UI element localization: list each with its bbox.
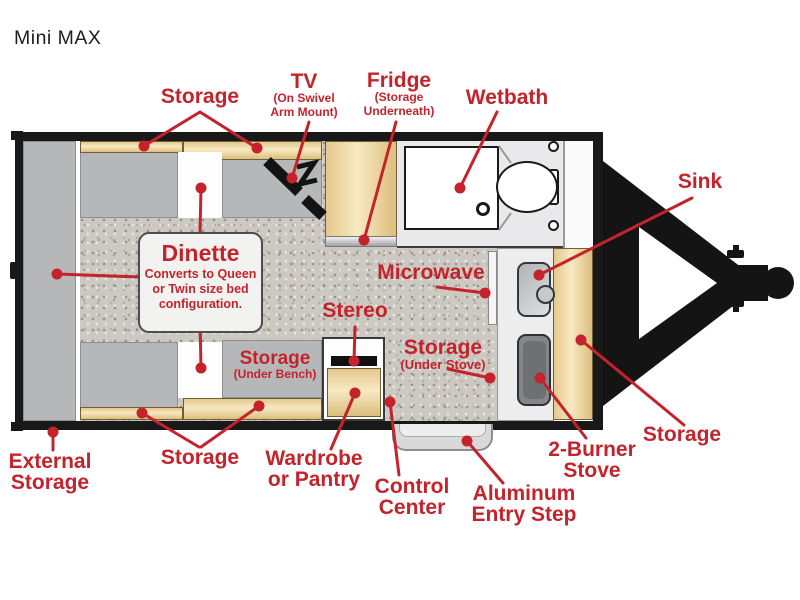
label-fridge: Fridge (Storage Underneath) [364, 70, 435, 118]
stove-top [523, 341, 546, 399]
label-storage-under-stove: Storage (Under Stove) [400, 337, 485, 373]
label-tv-title: TV [290, 70, 318, 93]
label-external-line1: External [8, 450, 92, 473]
front-cabinet [563, 141, 593, 248]
label-wardrobe: Wardrobe or Pantry [265, 448, 362, 491]
label-burner-stove: 2-Burner Stove [548, 439, 636, 482]
label-step-line2: Entry Step [471, 503, 577, 527]
label-microwave: Microwave [377, 261, 485, 284]
toilet [496, 161, 558, 213]
label-stove-line1: 2-Burner [548, 438, 636, 461]
storage-cabinet-front [553, 248, 593, 420]
entry-step-tread [399, 424, 486, 437]
label-step-line1: Aluminum [472, 482, 576, 505]
dinette-bench-lower-right [222, 340, 322, 398]
wall-cap-top-left [11, 131, 23, 140]
hitch-a-frame [603, 161, 794, 406]
label-control-line2: Center [378, 496, 446, 520]
label-storage-under-bench-sub: (Under Bench) [233, 367, 317, 382]
callout-dots [47, 140, 587, 447]
label-storage-overhead: Storage [160, 85, 240, 108]
label-wardrobe-line1: Wardrobe [265, 447, 363, 470]
label-storage-under-bench-title: Storage [239, 348, 311, 369]
storage-cabinet-bottom-left [80, 407, 183, 420]
label-wardrobe-line2: or Pantry [267, 468, 361, 492]
label-control-line1: Control [374, 475, 450, 498]
shower-drain [476, 202, 490, 216]
dinette-card: Dinette Converts to Queen or Twin size b… [138, 232, 263, 333]
label-stove-line2: Stove [563, 459, 621, 483]
label-wetbath: Wetbath [465, 86, 549, 109]
storage-cabinet-top-left [80, 141, 183, 153]
dinette-card-body: Converts to Queen or Twin size bed confi… [140, 267, 261, 311]
external-storage-area [23, 141, 76, 421]
label-storage-underbed: Storage [160, 446, 240, 469]
floorplan-title: Mini MAX [14, 27, 102, 49]
dinette-card-title: Dinette [161, 240, 240, 266]
label-control-center: Control Center [375, 476, 450, 519]
door-latch-tab [10, 262, 16, 279]
label-external-storage: External Storage [9, 451, 92, 494]
label-tv: TV (On Swivel Arm Mount) [270, 71, 337, 119]
label-tv-sub2: Arm Mount) [270, 104, 338, 119]
wall-cap-bottom-left [11, 422, 23, 431]
sink-faucet [536, 285, 555, 304]
label-storage-under-stove-title: Storage [403, 336, 483, 359]
label-storage-front: Storage [642, 423, 722, 446]
wetbath-partition [498, 145, 512, 231]
label-storage-under-bench: Storage (Under Bench) [234, 349, 317, 382]
wetbath-fixture-bottom [548, 220, 559, 231]
dinette-bench-lower-left [80, 342, 178, 408]
label-tv-sub1: (On Swivel [273, 91, 335, 106]
tv-icon [263, 157, 327, 220]
label-storage-under-stove-sub: (Under Stove) [400, 357, 486, 373]
label-fridge-sub2: Underneath) [363, 103, 435, 118]
dinette-bench-upper-left [80, 152, 178, 218]
label-external-line2: Storage [10, 471, 90, 495]
label-sink: Sink [677, 170, 723, 193]
label-fridge-sub1: (Storage [374, 90, 424, 105]
microwave [488, 251, 497, 325]
dinette-card-line2: or Twin size bed [152, 281, 249, 296]
callout-lines [51, 110, 694, 485]
label-entry-step: Aluminum Entry Step [471, 483, 576, 526]
wetbath-fixture-top [548, 141, 559, 152]
label-stereo: Stereo [322, 299, 388, 322]
label-fridge-title: Fridge [366, 69, 432, 92]
dinette-card-line3: configuration. [158, 296, 243, 311]
dinette-card-line1: Converts to Queen [144, 267, 257, 282]
